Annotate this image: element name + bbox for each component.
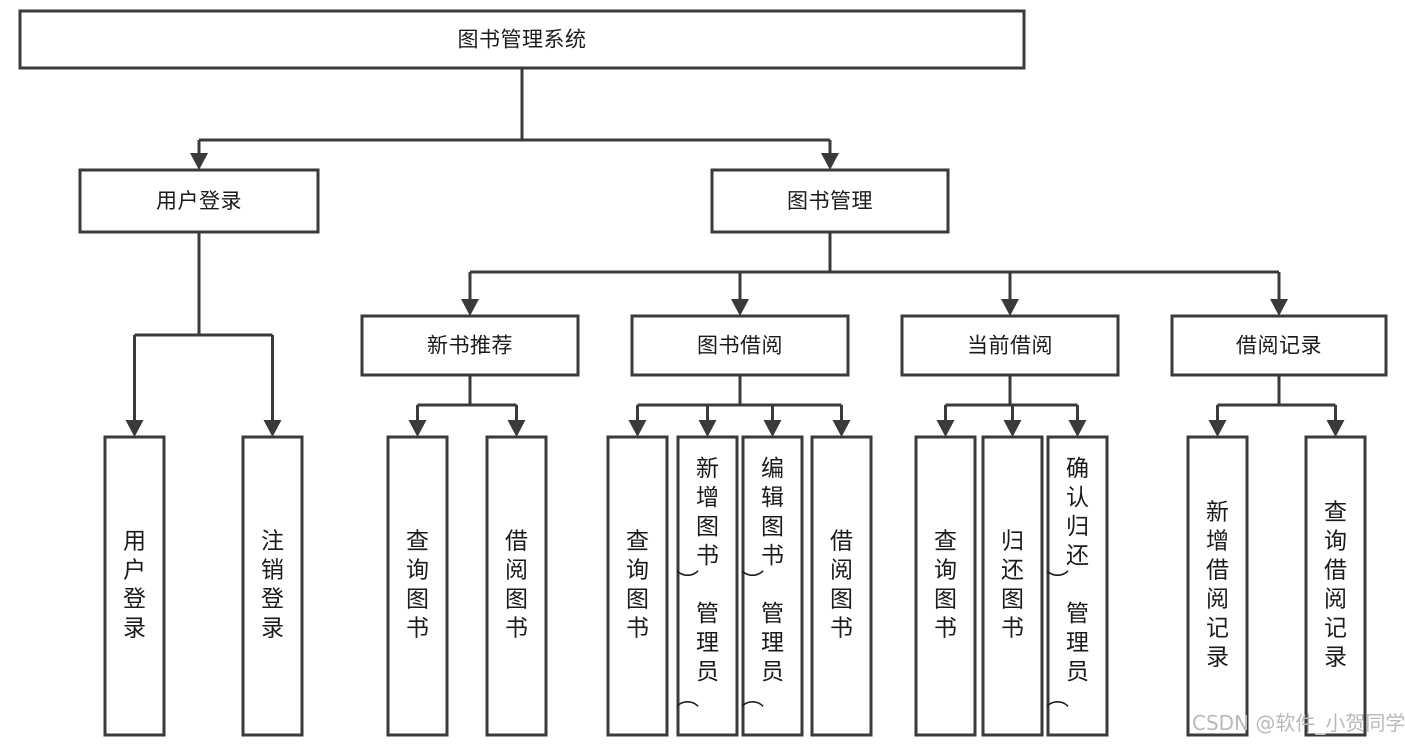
arrow-head-icon bbox=[832, 420, 851, 437]
node-leaf-add-book[interactable]: 新增图书（管理员） bbox=[676, 435, 739, 737]
node-login[interactable]: 用户登录 bbox=[78, 168, 320, 234]
node-leaf-query-book-1[interactable]: 查询图书 bbox=[386, 435, 449, 737]
node-label-leaf-add-record: 新增借阅记录 bbox=[1206, 500, 1229, 671]
node-root[interactable]: 图书管理系统 bbox=[18, 9, 1026, 70]
node-leaf-user-logout[interactable]: 注销登录 bbox=[241, 435, 304, 737]
node-label-leaf-user-login: 用户登录 bbox=[123, 529, 146, 642]
node-box-borrow bbox=[630, 314, 850, 377]
node-leaf-user-login[interactable]: 用户登录 bbox=[103, 435, 166, 737]
arrow-head-icon bbox=[936, 420, 955, 437]
node-box-current bbox=[900, 314, 1120, 377]
arrow-head-icon bbox=[263, 420, 282, 437]
arrow-head-icon bbox=[1270, 299, 1288, 316]
arrow-head-icon bbox=[698, 420, 717, 437]
node-label-borrow: 图书借阅 bbox=[697, 334, 783, 358]
node-label-leaf-query-book-3: 查询图书 bbox=[934, 529, 957, 642]
node-label-records: 借阅记录 bbox=[1236, 334, 1322, 358]
node-records[interactable]: 借阅记录 bbox=[1170, 314, 1388, 377]
node-leaf-query-book-2[interactable]: 查询图书 bbox=[606, 435, 669, 737]
node-label-leaf-borrow-book-1: 借阅图书 bbox=[505, 529, 528, 642]
node-label-leaf-edit-book: 编辑图书（管理员） bbox=[741, 456, 784, 708]
node-box-leaf-query-record bbox=[1304, 435, 1367, 737]
node-box-leaf-user-login bbox=[103, 435, 166, 737]
node-borrow[interactable]: 图书借阅 bbox=[630, 314, 850, 377]
node-box-leaf-return-book bbox=[981, 435, 1044, 737]
arrow-head-icon bbox=[1326, 420, 1345, 437]
arrow-head-icon bbox=[125, 420, 144, 437]
node-box-leaf-query-book-3 bbox=[914, 435, 977, 737]
arrow-head-icon bbox=[731, 299, 749, 316]
connectors-layer bbox=[125, 68, 1345, 437]
node-box-login bbox=[78, 168, 320, 234]
node-label-current: 当前借阅 bbox=[967, 334, 1053, 358]
arrow-head-icon bbox=[507, 420, 526, 437]
node-leaf-confirm-return[interactable]: 确认归还（管理员） bbox=[1046, 435, 1109, 737]
node-label-leaf-query-book-2: 查询图书 bbox=[626, 529, 649, 642]
node-label-leaf-user-logout: 注销登录 bbox=[261, 529, 284, 642]
arrow-head-icon bbox=[763, 420, 782, 437]
node-box-leaf-borrow-book-1 bbox=[485, 435, 548, 737]
node-box-leaf-add-book bbox=[676, 435, 739, 737]
arrow-head-icon bbox=[821, 153, 839, 170]
node-box-leaf-confirm-return bbox=[1046, 435, 1109, 737]
node-box-records bbox=[1170, 314, 1388, 377]
node-leaf-borrow-book-1[interactable]: 借阅图书 bbox=[485, 435, 548, 737]
node-box-leaf-query-book-1 bbox=[386, 435, 449, 737]
node-label-root: 图书管理系统 bbox=[458, 28, 587, 52]
arrow-head-icon bbox=[1208, 420, 1227, 437]
arrow-head-icon bbox=[408, 420, 427, 437]
arrow-head-icon bbox=[190, 153, 208, 170]
node-box-leaf-query-book-2 bbox=[606, 435, 669, 737]
node-leaf-query-record[interactable]: 查询借阅记录 bbox=[1304, 435, 1367, 737]
node-label-newbook: 新书推荐 bbox=[427, 334, 513, 358]
node-box-leaf-edit-book bbox=[741, 435, 804, 737]
node-leaf-edit-book[interactable]: 编辑图书（管理员） bbox=[741, 435, 804, 737]
node-box-root bbox=[18, 9, 1026, 70]
node-leaf-query-book-3[interactable]: 查询图书 bbox=[914, 435, 977, 737]
arrow-head-icon bbox=[461, 299, 479, 316]
watermark-label: CSDN @软件_小贺同学 bbox=[1192, 711, 1405, 735]
node-label-login: 用户登录 bbox=[156, 189, 242, 213]
node-label-leaf-return-book: 归还图书 bbox=[1001, 529, 1024, 642]
arrow-head-icon bbox=[628, 420, 647, 437]
node-leaf-return-book[interactable]: 归还图书 bbox=[981, 435, 1044, 737]
arrow-head-icon bbox=[1068, 420, 1087, 437]
node-label-leaf-query-record: 查询借阅记录 bbox=[1324, 500, 1347, 671]
node-box-bookmgmt bbox=[710, 168, 950, 234]
node-newbook[interactable]: 新书推荐 bbox=[360, 314, 580, 377]
node-label-leaf-add-book: 新增图书（管理员） bbox=[676, 456, 719, 708]
node-label-bookmgmt: 图书管理 bbox=[787, 189, 873, 213]
node-box-leaf-add-record bbox=[1186, 435, 1249, 737]
node-current[interactable]: 当前借阅 bbox=[900, 314, 1120, 377]
node-label-leaf-borrow-book-2: 借阅图书 bbox=[830, 529, 853, 642]
nodes-layer: 图书管理系统用户登录图书管理新书推荐图书借阅当前借阅借阅记录用户登录注销登录查询… bbox=[18, 9, 1388, 737]
node-box-leaf-user-logout bbox=[241, 435, 304, 737]
node-label-leaf-confirm-return: 确认归还（管理员） bbox=[1046, 456, 1089, 708]
node-bookmgmt[interactable]: 图书管理 bbox=[710, 168, 950, 234]
arrow-head-icon bbox=[1001, 299, 1019, 316]
node-box-leaf-borrow-book-2 bbox=[810, 435, 873, 737]
node-box-newbook bbox=[360, 314, 580, 377]
node-leaf-borrow-book-2[interactable]: 借阅图书 bbox=[810, 435, 873, 737]
node-leaf-add-record[interactable]: 新增借阅记录 bbox=[1186, 435, 1249, 737]
node-label-leaf-query-book-1: 查询图书 bbox=[406, 529, 429, 642]
arrow-head-icon bbox=[1003, 420, 1022, 437]
